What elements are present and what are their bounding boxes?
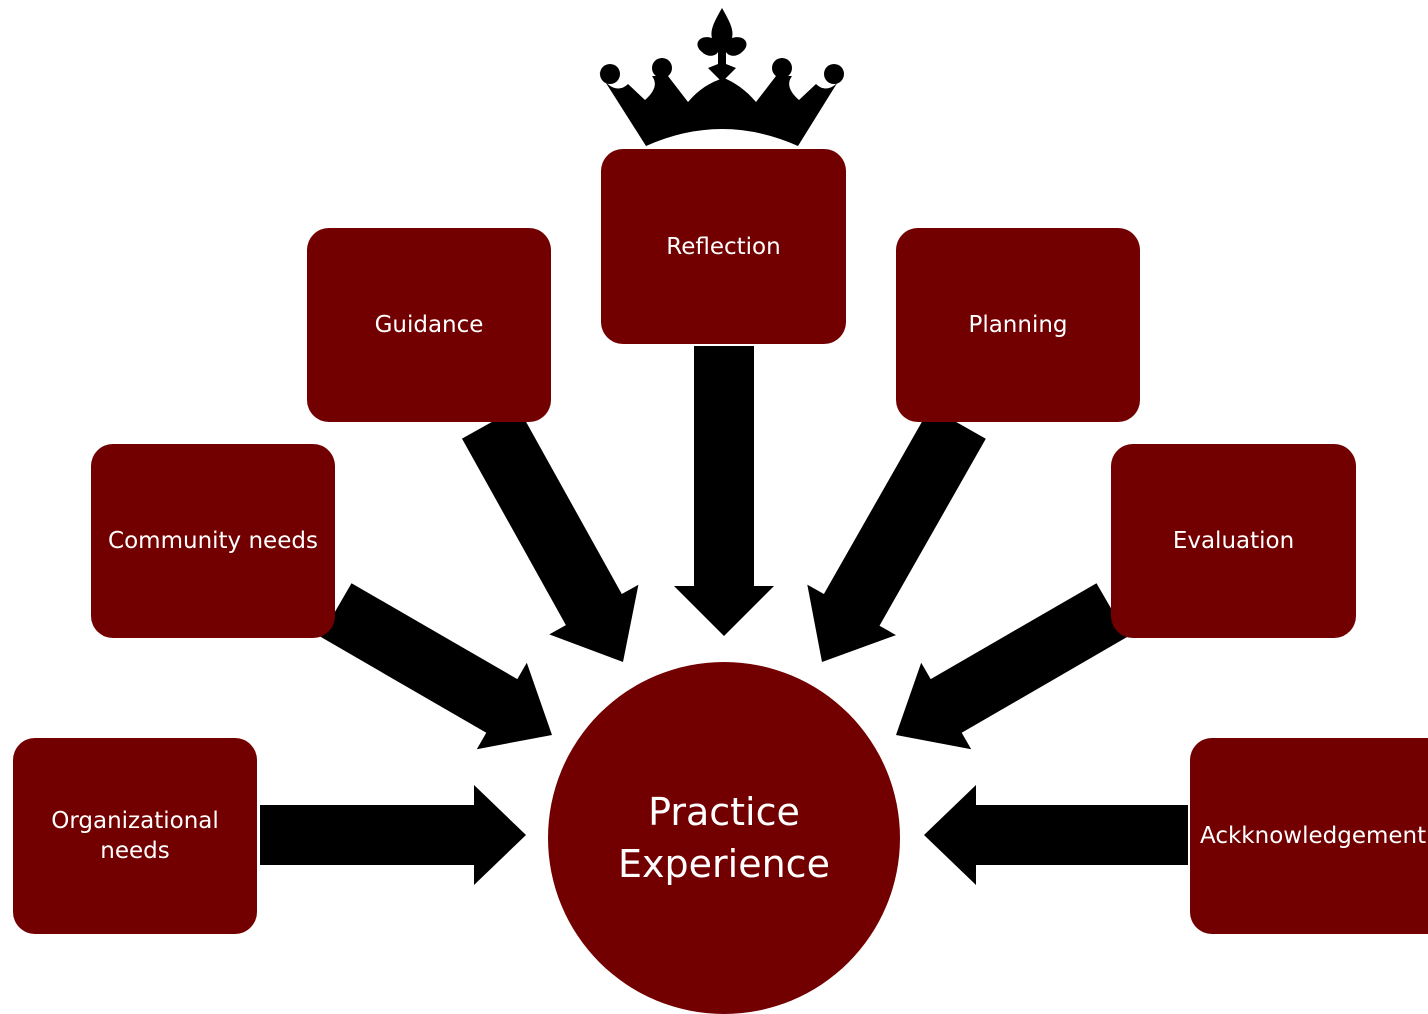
node-label: Organizational — [51, 808, 219, 834]
arrow-planning — [807, 407, 986, 662]
crown-jewel-left-outer — [600, 64, 620, 84]
arrow-community-needs — [320, 583, 552, 750]
node-evaluation: Evaluation — [1111, 444, 1356, 638]
crown-icon — [599, 8, 844, 146]
node-organizational-needs: Organizational needs — [13, 738, 257, 934]
arrow-evaluation — [896, 583, 1128, 750]
crown-jewel-right-outer — [824, 64, 844, 84]
crown-jewel-right-inner — [772, 58, 792, 78]
node-label: Community needs — [108, 528, 318, 554]
node-label: Reflection — [666, 233, 781, 260]
crown-jewel-left-inner — [652, 58, 672, 78]
arrow-acknowledgement — [924, 785, 1188, 885]
node-planning: Planning — [896, 228, 1140, 422]
center-node-practice-experience: Practice Experience — [548, 662, 900, 1014]
center-label-line2: Experience — [618, 842, 830, 886]
center-label-line1: Practice — [648, 790, 800, 834]
node-guidance: Guidance — [307, 228, 551, 422]
arrow-guidance — [462, 407, 639, 662]
node-label: Planning — [968, 312, 1068, 338]
node-acknowledgement: Ackknowledgement — [1190, 738, 1428, 934]
node-label: Guidance — [374, 312, 484, 338]
node-label: Evaluation — [1172, 528, 1295, 554]
node-reflection: Reflection — [601, 149, 846, 344]
arrow-organizational-needs — [260, 785, 526, 885]
node-community-needs: Community needs — [91, 444, 335, 638]
crown-shape — [599, 72, 844, 146]
crown-fleur — [697, 8, 747, 82]
arrow-reflection — [674, 346, 774, 636]
node-label: needs — [100, 838, 170, 864]
node-label: Ackknowledgement — [1200, 823, 1427, 849]
